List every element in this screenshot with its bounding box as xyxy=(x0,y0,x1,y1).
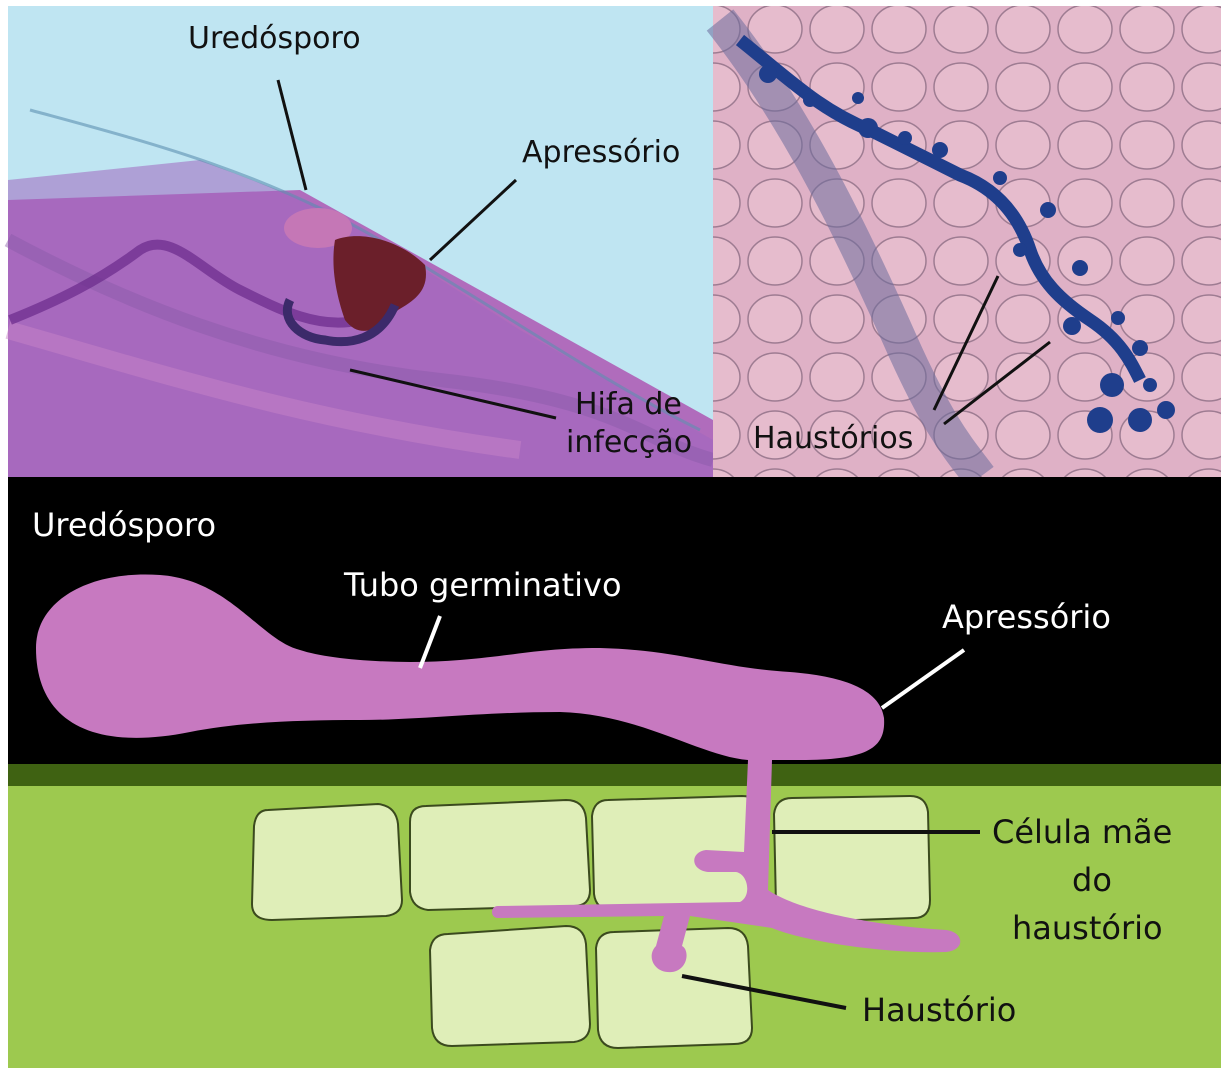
diagram-label-celula-line2: do xyxy=(1072,861,1112,899)
photo-left-micrograph: Uredósporo Apressório Hifa de infecção xyxy=(8,6,713,477)
photo-right-micrograph: Haustórios xyxy=(713,6,1221,477)
diagram-label-haustorio: Haustório xyxy=(862,991,1016,1029)
leaf-cuticle xyxy=(8,764,1221,786)
photo-label-hifa-line1: Hifa de xyxy=(575,387,682,422)
diagram-label-apressorio: Apressório xyxy=(942,598,1111,636)
photo-label-apressorio: Apressório xyxy=(522,135,680,170)
photo-label-hifa-line2: infecção xyxy=(566,425,692,460)
photo-label-uredosporo: Uredósporo xyxy=(188,21,361,56)
diagram-label-tubo-germinativo: Tubo germinativo xyxy=(343,566,622,604)
photo-label-haustorios: Haustórios xyxy=(753,421,913,456)
diagram-label-celula-line1: Célula mãe xyxy=(992,813,1172,851)
diagram-label-celula-line3: haustório xyxy=(1012,909,1163,947)
infection-diagram: Uredósporo Tubo germinativo Apressório C… xyxy=(8,477,1221,1068)
diagram-label-uredosporo: Uredósporo xyxy=(32,506,216,544)
